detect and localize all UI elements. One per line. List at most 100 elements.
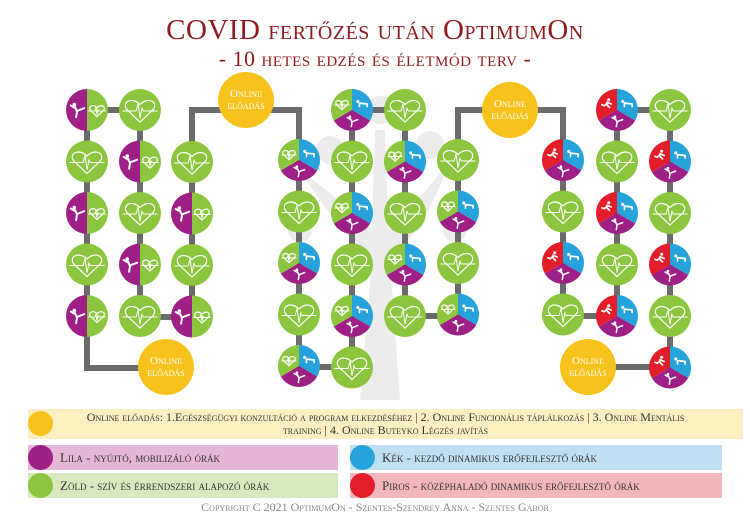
pulse-icon [440, 203, 456, 210]
copyright: Copyright C 2021 OptimumOn - Szentes-Sze… [201, 500, 549, 514]
blue-sector [299, 139, 320, 171]
pulse-icon [281, 205, 317, 220]
pulse-icon [545, 308, 581, 323]
heart-icon [194, 208, 210, 221]
legend-green-text: Zöld - szív és érrendszeri alapozó órák [60, 477, 270, 493]
legend-red-dot [350, 473, 375, 498]
stretch-figure-icon [122, 154, 139, 170]
heart-icon [654, 99, 686, 123]
stretch-figure-icon [69, 308, 86, 325]
session-node-pg [66, 295, 108, 337]
strength-figure-icon [674, 254, 686, 262]
blue-sector [299, 242, 320, 274]
pulse-icon [334, 361, 370, 376]
heart-icon [336, 151, 368, 175]
pulse-icon [387, 103, 423, 119]
pulse-icon [652, 103, 688, 119]
sprint-figure-icon [601, 304, 613, 315]
pulse-icon [387, 256, 403, 263]
pulse-icon [387, 206, 423, 222]
stretch-figure-icon [557, 268, 570, 281]
strength-figure-icon [409, 151, 421, 159]
blue-sector [352, 192, 373, 224]
page-title: COVID fertőzés után OptimumOn [166, 14, 584, 46]
green-circle [66, 243, 108, 286]
pulse-icon [174, 155, 210, 171]
stretch-figure-icon [664, 372, 677, 385]
online-lecture-label: Online előadás [147, 355, 185, 379]
session-node-pg [119, 140, 161, 183]
stretch-figure-icon [611, 115, 624, 128]
legend-red: Piros - középhaladó dinamikus erőfejlesz… [350, 473, 722, 498]
blue-sector [563, 139, 584, 171]
sprint-figure-icon [547, 251, 559, 262]
session-node-t [383, 243, 426, 286]
strength-figure-icon [356, 202, 368, 211]
heart-icon [441, 201, 455, 213]
strength-figure-icon [567, 149, 579, 158]
green-circle [171, 141, 213, 183]
heart-icon [89, 105, 105, 118]
green-circle [596, 243, 638, 286]
heart-icon [388, 151, 402, 163]
strength-figure-icon [674, 151, 686, 159]
pulse-icon [88, 107, 106, 115]
session-node-pg [171, 192, 214, 235]
green-circle [596, 140, 638, 183]
stretch-figure-icon [69, 102, 86, 119]
sprint-figure-icon [654, 355, 666, 366]
stretch-figure-icon [399, 269, 412, 282]
pulse-icon [193, 210, 211, 219]
blue-sector [299, 345, 320, 377]
session-node-pg [171, 295, 213, 338]
strength-figure-icon [621, 202, 633, 211]
online-lecture-label: Online előadás [569, 355, 607, 379]
legend-online: Online előadás: 1.Egészségügyi konzultác… [28, 409, 743, 439]
sprint-figure-icon [654, 149, 666, 160]
session-node-g [384, 192, 426, 234]
stretch-figure-icon [293, 165, 306, 178]
pulse-icon [141, 158, 159, 167]
legend-red-text: Piros - középhaladó dinamikus erőfejlesz… [382, 477, 640, 493]
blue-sector [670, 243, 692, 275]
heart-icon [71, 254, 103, 278]
session-node-g [171, 244, 213, 286]
blue-sector [670, 346, 692, 378]
sprint-figure-icon [654, 252, 666, 263]
stretch-figure-icon [664, 166, 677, 179]
blue-sector [563, 242, 584, 274]
online-lecture-3: Online előadás [482, 82, 538, 138]
blue-sector [458, 293, 479, 325]
green-circle [119, 192, 161, 234]
session-node-g [437, 242, 479, 284]
blue-sector [670, 140, 692, 172]
session-node-pg [66, 192, 108, 234]
session-node-pg [66, 89, 108, 131]
pulse-icon [88, 210, 106, 218]
session-node-t [436, 293, 479, 336]
pulse-icon [141, 261, 159, 270]
pulse-icon [174, 258, 210, 274]
pulse-icon [122, 206, 158, 222]
session-node-t [436, 190, 479, 233]
heart-icon [442, 149, 474, 173]
stretch-figure-icon [611, 321, 624, 334]
session-node-g [171, 141, 213, 183]
green-circle [331, 346, 373, 389]
green-circle [649, 192, 691, 234]
heart-icon [547, 201, 579, 225]
strength-figure-icon [621, 99, 633, 108]
green-circle [278, 190, 320, 233]
online-lecture-2: Online előadás [138, 339, 194, 395]
stretch-figure-icon [122, 257, 139, 273]
session-node-g [119, 295, 161, 337]
pulse-icon [193, 313, 211, 322]
green-circle [542, 190, 584, 233]
green-circle [119, 89, 161, 131]
session-node-g [278, 190, 320, 233]
pulse-icon [599, 155, 635, 170]
strength-figure-icon [303, 252, 315, 261]
legend-purple-text: Lila - nyújtó, mobilizáló órák [60, 449, 221, 465]
legend-blue: Kék - kezdő dinamikus erőfejlesztő órák [350, 445, 722, 470]
session-node-g [649, 89, 691, 131]
